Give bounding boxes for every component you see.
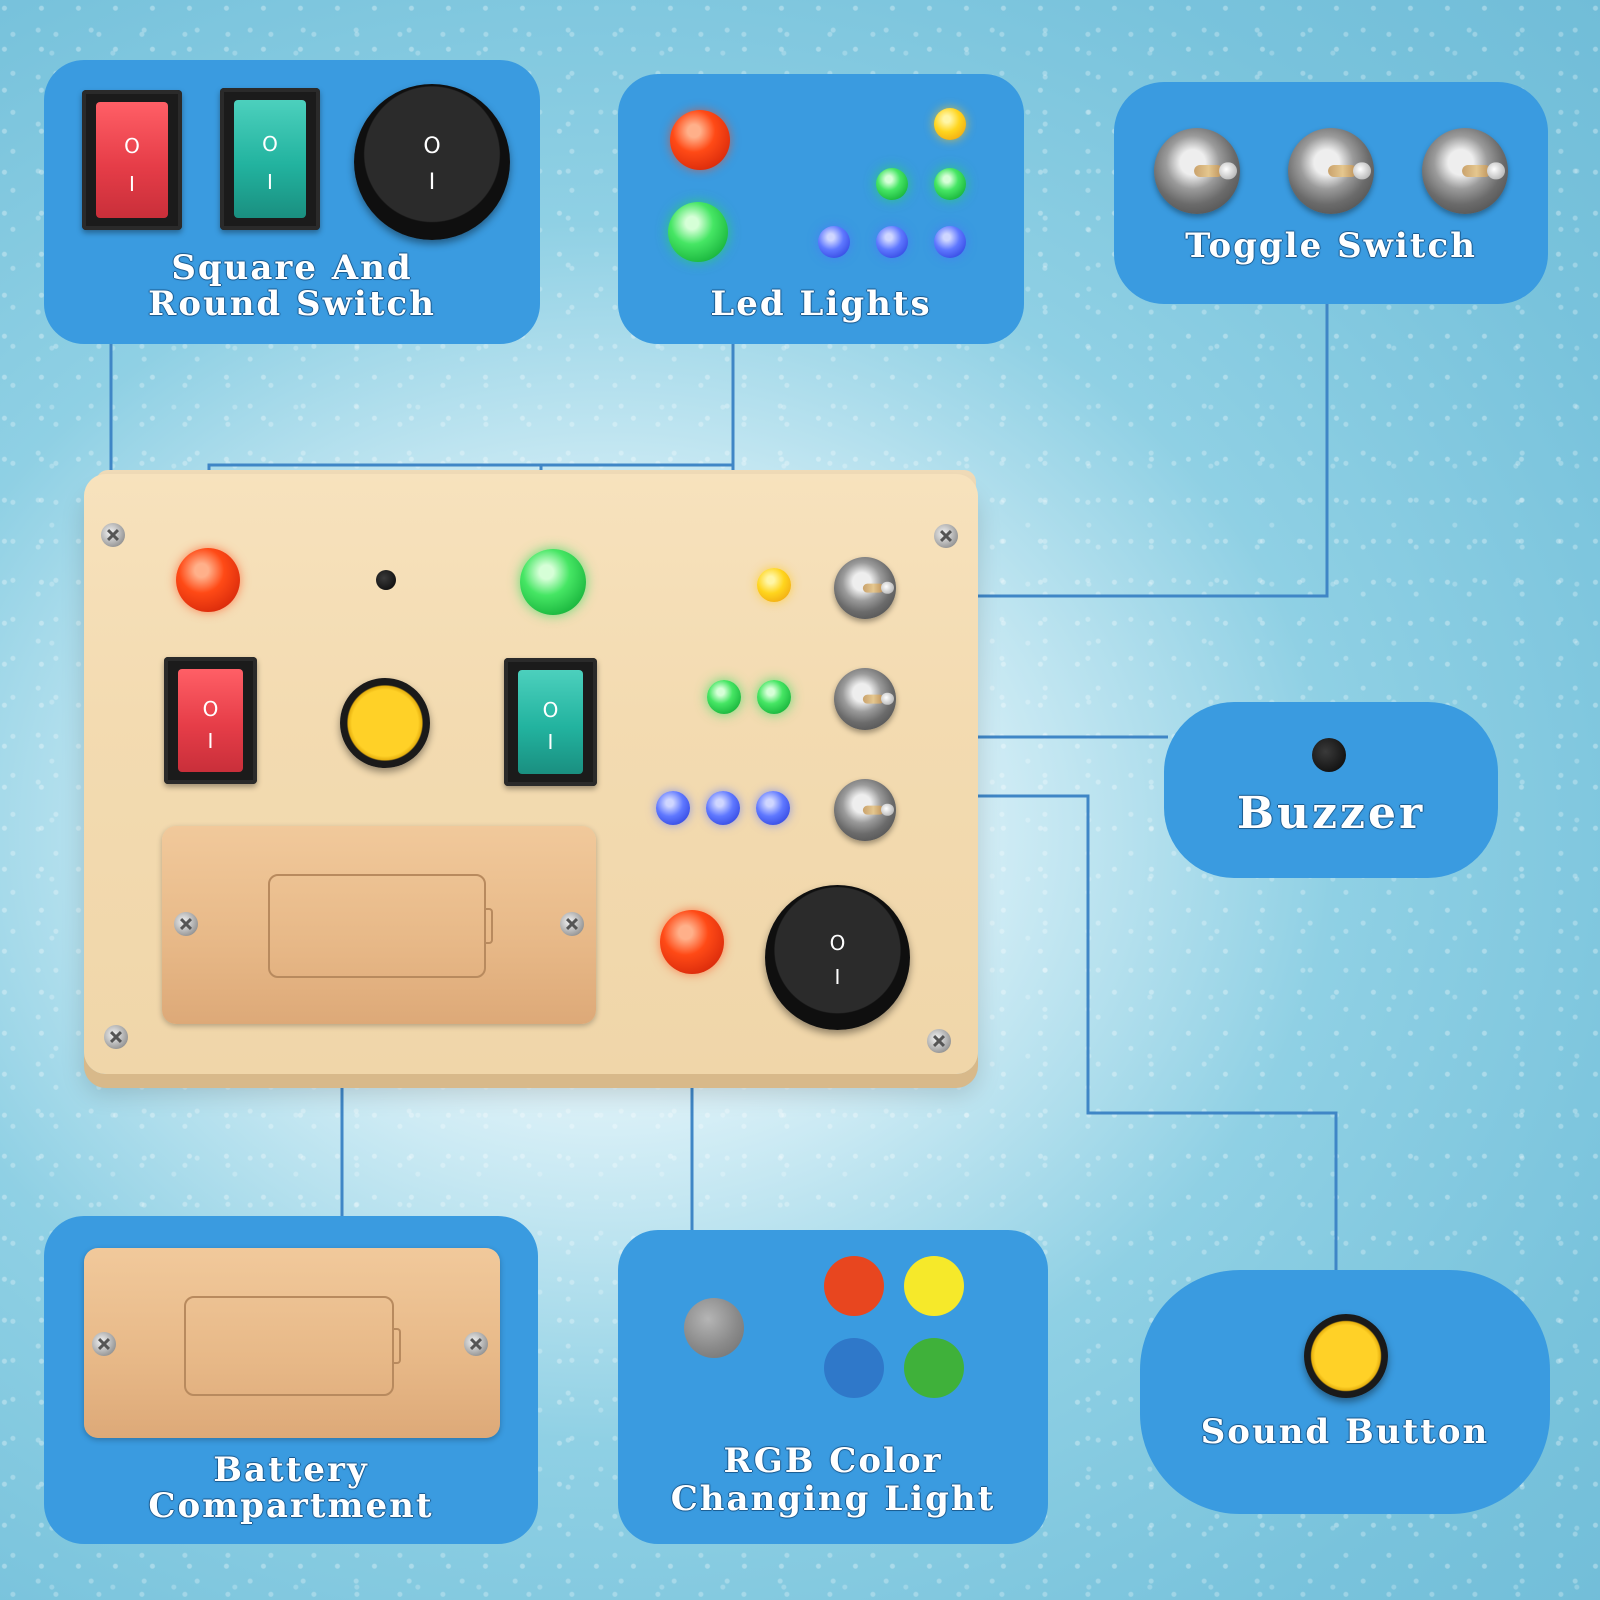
battery-cover-icon xyxy=(84,1248,500,1438)
led-icon xyxy=(934,168,966,200)
rgb-green-dot xyxy=(904,1338,964,1398)
callout-toggle-label: Toggle Switch xyxy=(1185,226,1477,266)
rgb-blue-dot xyxy=(824,1338,884,1398)
board-led-red xyxy=(176,548,240,612)
on-mark: I xyxy=(547,730,554,754)
board-led-rgb xyxy=(660,910,724,974)
led-icon xyxy=(668,202,728,262)
screw-icon xyxy=(92,1332,116,1356)
off-mark: O xyxy=(124,134,140,158)
led-icon xyxy=(818,226,850,258)
callout-led-label: Led Lights xyxy=(710,284,932,324)
toggle-switch-icon[interactable] xyxy=(834,668,896,730)
toggle-switch-icon xyxy=(1154,128,1240,214)
off-mark: O xyxy=(202,697,219,721)
callout-buzzer-label: Buzzer xyxy=(1236,788,1426,839)
callout-buzzer: Buzzer xyxy=(1164,702,1498,878)
callout-switch: O I O I O I Square And Round Switch xyxy=(44,60,540,344)
toggle-switch-icon[interactable] xyxy=(834,779,896,841)
on-mark: I xyxy=(207,729,214,753)
rocker-switch-red: O I xyxy=(82,90,182,230)
buzzer-hole-icon xyxy=(1312,738,1346,772)
board-led-green xyxy=(520,549,586,615)
screw-icon xyxy=(560,912,584,936)
callout-led: Led Lights xyxy=(618,74,1024,344)
screw-icon xyxy=(464,1332,488,1356)
callout-toggle: Toggle Switch xyxy=(1114,82,1548,304)
screw-icon xyxy=(927,1029,951,1053)
callout-sound-label: Sound Button xyxy=(1200,1412,1490,1452)
toggle-switch-icon xyxy=(1422,128,1508,214)
rocker-switch-red[interactable]: O I xyxy=(164,657,257,784)
round-switch-icon[interactable]: O I xyxy=(765,885,910,1030)
push-button-icon xyxy=(1304,1314,1388,1398)
round-switch-icon: O I xyxy=(354,84,510,240)
toggle-switch-icon xyxy=(1288,128,1374,214)
board-led-yellow xyxy=(757,568,791,602)
board-led-green-small xyxy=(757,680,791,714)
callout-sound: Sound Button xyxy=(1140,1270,1550,1514)
board-led-blue xyxy=(656,791,690,825)
rocker-switch-teal: O I xyxy=(220,88,320,230)
buzzer-hole-icon xyxy=(376,570,396,590)
board-led-blue xyxy=(756,791,790,825)
on-mark: I xyxy=(834,965,841,989)
off-mark: O xyxy=(542,698,559,722)
callout-battery: Battery Compartment xyxy=(44,1216,538,1544)
push-button-icon[interactable] xyxy=(340,678,430,768)
led-icon xyxy=(934,108,966,140)
led-icon xyxy=(876,168,908,200)
battery-cover[interactable] xyxy=(162,826,596,1024)
led-icon xyxy=(876,226,908,258)
toggle-switch-icon[interactable] xyxy=(834,557,896,619)
off-mark: O xyxy=(423,134,441,159)
callout-switch-label: Square And Round Switch xyxy=(148,248,436,324)
rgb-gray-dot xyxy=(684,1298,744,1358)
screw-icon xyxy=(104,1025,128,1049)
board-led-green-small xyxy=(707,680,741,714)
on-mark: I xyxy=(428,170,436,195)
callout-rgb: RGB Color Changing Light xyxy=(618,1230,1048,1544)
off-mark: O xyxy=(262,132,278,156)
rgb-yellow-dot xyxy=(904,1256,964,1316)
on-mark: I xyxy=(129,172,135,196)
screw-icon xyxy=(174,912,198,936)
off-mark: O xyxy=(829,931,846,955)
board-led-blue xyxy=(706,791,740,825)
on-mark: I xyxy=(267,170,273,194)
led-icon xyxy=(934,226,966,258)
callout-rgb-label: RGB Color Changing Light xyxy=(670,1441,996,1519)
screw-icon xyxy=(101,523,125,547)
rocker-switch-teal[interactable]: O I xyxy=(504,658,597,786)
rgb-red-dot xyxy=(824,1256,884,1316)
callout-battery-label: Battery Compartment xyxy=(148,1450,434,1526)
screw-icon xyxy=(934,524,958,548)
led-icon xyxy=(670,110,730,170)
